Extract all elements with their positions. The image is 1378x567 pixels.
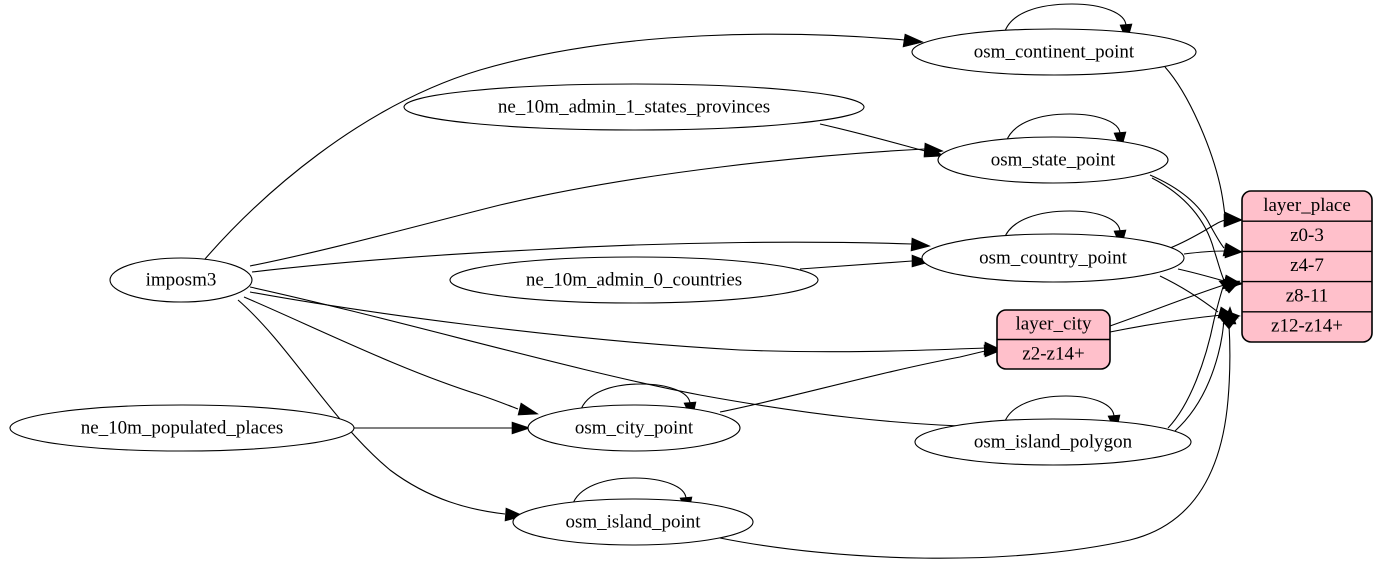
node-layer: imposm3 ne_10m_populated_places ne_10m_a…	[9, 28, 1197, 546]
self-loop-osm_state_point	[1005, 113, 1121, 143]
node-label-ne_10m_admin_1_states_provinces: ne_10m_admin_1_states_provinces	[498, 96, 770, 117]
edge-imposm3-to-osm_country_point	[251, 241, 913, 273]
node-ne_10m_admin_0_countries[interactable]: ne_10m_admin_0_countries	[449, 256, 819, 304]
record-header-layer_place: layer_place	[1263, 195, 1351, 216]
record-row-layer_place-3[interactable]: z12-z14+	[1271, 315, 1343, 336]
edge-osm_city_point-to-layer_city	[719, 350, 986, 413]
node-shape-ellipse	[911, 28, 1197, 76]
record-row-layer_place-0[interactable]: z0-3	[1290, 225, 1324, 246]
edge-osm_country_point-to-layer_place-z4-7	[1183, 250, 1226, 255]
edge-osm_island_polygon-to-layer_place-z8-11	[1167, 283, 1225, 429]
edge-layer_city-to-layer_place-z12-z14	[1109, 314, 1223, 333]
node-shape-ellipse	[921, 233, 1185, 283]
edge-osm_island_point-to-layer_place-z12-z14	[719, 324, 1231, 559]
arrowhead-icon	[1218, 280, 1241, 294]
self-loop-osm_country_point	[1003, 210, 1121, 240]
self-loop-osm_island_polygon	[1003, 395, 1115, 425]
node-osm_country_point[interactable]: osm_country_point	[921, 233, 1185, 283]
node-osm_continent_point[interactable]: osm_continent_point	[911, 28, 1197, 76]
edge-osm_state_point-to-layer_place-z4-7	[1149, 174, 1225, 249]
edge-layer_city-to-layer_place-z8-11	[1109, 284, 1225, 327]
edge-ne_10m_admin_1_states_provinces-to-osm_state_point	[819, 123, 926, 152]
node-shape-ellipse	[403, 83, 865, 131]
node-label-imposm3: imposm3	[146, 269, 217, 290]
edge-osm_state_point-to-layer_place-z8-11	[1151, 177, 1225, 281]
node-label-ne_10m_populated_places: ne_10m_populated_places	[81, 417, 284, 438]
edge-osm_island_polygon-to-layer_place-z12-z14	[1174, 319, 1225, 432]
node-label-osm_state_point: osm_state_point	[991, 149, 1116, 170]
arrowhead-icon	[983, 344, 1003, 358]
edge-osm_country_point-to-layer_place-z8-11	[1177, 268, 1225, 282]
node-ne_10m_admin_1_states_provinces[interactable]: ne_10m_admin_1_states_provinces	[403, 83, 865, 131]
node-label-osm_island_polygon: osm_island_polygon	[974, 431, 1133, 452]
edge-imposm3-to-osm_island_point	[237, 299, 506, 515]
node-shape-ellipse	[512, 498, 754, 546]
arrowhead-icon	[1223, 213, 1243, 228]
record-node-layer_city[interactable]: layer_city z2-z14+	[996, 309, 1111, 370]
self-loop-osm_continent_point	[1003, 3, 1127, 35]
self-loop-osm_city_point	[579, 383, 691, 413]
arrowhead-icon	[1224, 244, 1243, 259]
node-label-osm_country_point: osm_country_point	[979, 247, 1127, 268]
arrowhead-icon	[1222, 306, 1237, 325]
node-osm_island_polygon[interactable]: osm_island_polygon	[914, 418, 1192, 466]
edge-imposm3-to-osm_city_point	[243, 296, 519, 410]
edge-ne_10m_admin_0_countries-to-osm_country_point	[799, 260, 913, 270]
edge-layer	[204, 3, 1243, 559]
edge-imposm3-to-layer_city	[249, 291, 986, 353]
record-layer: layer_city z2-z14+ layer_place z0-3 z4-7…	[996, 190, 1373, 370]
arrowhead-icon	[511, 421, 531, 435]
node-osm_state_point[interactable]: osm_state_point	[937, 136, 1169, 184]
arrowhead-icon	[923, 144, 945, 158]
record-row-layer_place-1[interactable]: z4-7	[1290, 255, 1324, 276]
record-header-layer_city: layer_city	[1016, 313, 1092, 334]
node-osm_island_point[interactable]: osm_island_point	[512, 498, 754, 546]
arrowhead-icon	[517, 402, 539, 416]
edge-imposm3-to-osm_state_point	[249, 148, 926, 267]
record-row-layer_place-2[interactable]: z8-11	[1286, 285, 1329, 306]
node-label-osm_city_point: osm_city_point	[575, 417, 694, 438]
node-shape-ellipse	[527, 404, 741, 452]
edge-imposm3-to-osm_island_polygon	[249, 286, 991, 428]
node-shape-ellipse	[9, 404, 355, 452]
edge-osm_country_point-to-layer_place-z12-z14	[1159, 275, 1219, 313]
arrowhead-icon	[902, 33, 924, 48]
node-ne_10m_populated_places[interactable]: ne_10m_populated_places	[9, 404, 355, 452]
node-label-osm_continent_point: osm_continent_point	[974, 41, 1135, 62]
node-imposm3[interactable]: imposm3	[109, 257, 253, 303]
node-osm_city_point[interactable]: osm_city_point	[527, 404, 741, 452]
self-loop-osm_island_point	[571, 477, 687, 507]
node-shape-ellipse	[449, 256, 819, 304]
record-box-layer_place	[1241, 190, 1373, 343]
record-row-layer_city-0[interactable]: z2-z14+	[1022, 343, 1084, 364]
node-shape-ellipse	[914, 418, 1192, 466]
edge-imposm3-to-osm_continent_point	[204, 33, 906, 260]
node-label-osm_island_point: osm_island_point	[565, 511, 701, 532]
arrowhead-icon	[910, 237, 931, 252]
edge-osm_country_point-to-layer_place-z0-3	[1169, 219, 1226, 249]
node-label-ne_10m_admin_0_countries: ne_10m_admin_0_countries	[526, 269, 742, 290]
arrowhead-icon	[911, 254, 931, 268]
record-node-layer_place[interactable]: layer_place z0-3 z4-7 z8-11 z12-z14+	[1241, 190, 1373, 343]
node-shape-ellipse	[109, 257, 253, 303]
node-shape-ellipse	[937, 136, 1169, 184]
edge-osm_continent_point-to-layer_place-z0-3	[1164, 66, 1226, 217]
